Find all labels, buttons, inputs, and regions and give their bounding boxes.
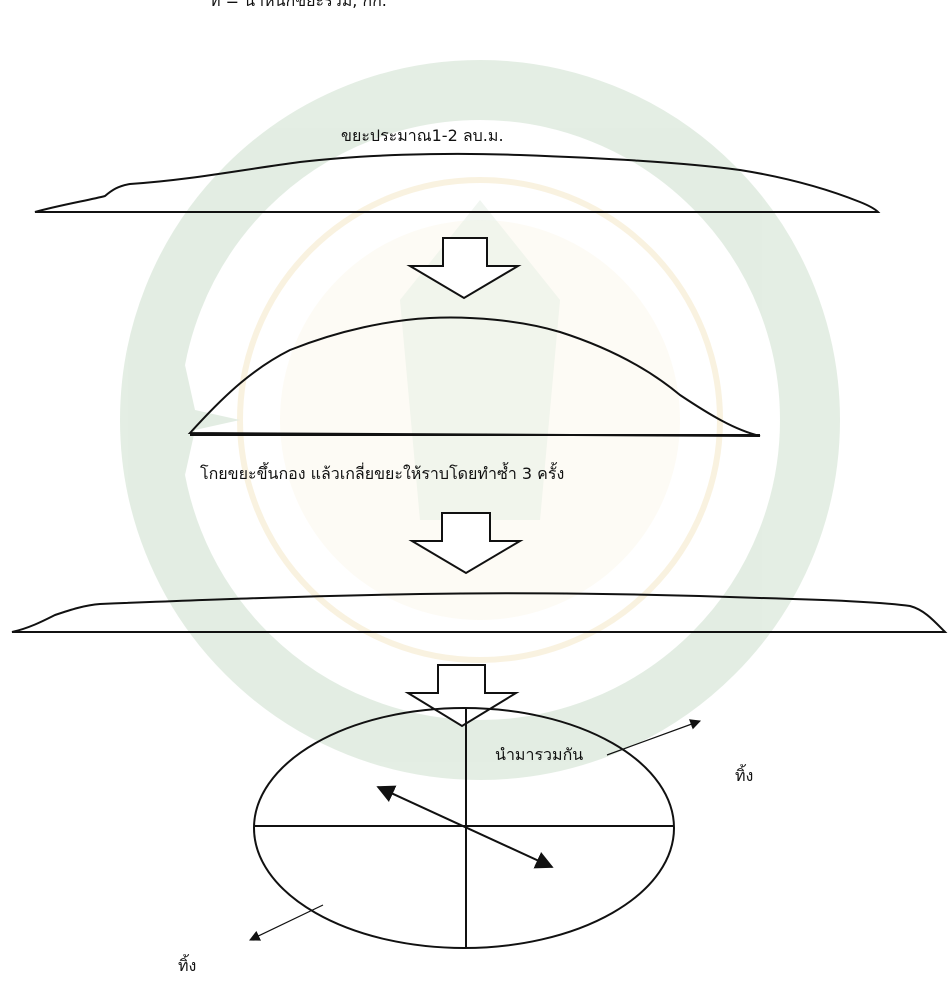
discard-arrow-top — [606, 719, 702, 756]
label-discard-top: ทิ้ง — [735, 766, 754, 785]
label-process: โกยขยะขึ้นกอง แล้วเกลี่ยขยะให้ราบโดยทำซ้… — [200, 464, 565, 483]
label-combine: นำมารวมกัน — [495, 745, 584, 764]
header-fragment: ที่ = นำหนักขยะรวม, กก. — [210, 0, 387, 10]
watermark-seal — [120, 60, 840, 780]
label-discard-bottom: ทิ้ง — [178, 956, 197, 975]
waste-pile-raw — [34, 152, 881, 213]
combine-arrow — [376, 785, 554, 869]
waste-pile-flattened — [11, 592, 948, 633]
down-arrow-2 — [408, 512, 524, 575]
label-pile: ขยะประมาณ1-2 ลบ.ม. — [341, 126, 504, 145]
down-arrow-1 — [406, 237, 522, 300]
waste-pile-mound — [187, 316, 761, 437]
discard-arrow-bottom — [249, 904, 324, 941]
quartering-ellipse — [249, 707, 702, 949]
